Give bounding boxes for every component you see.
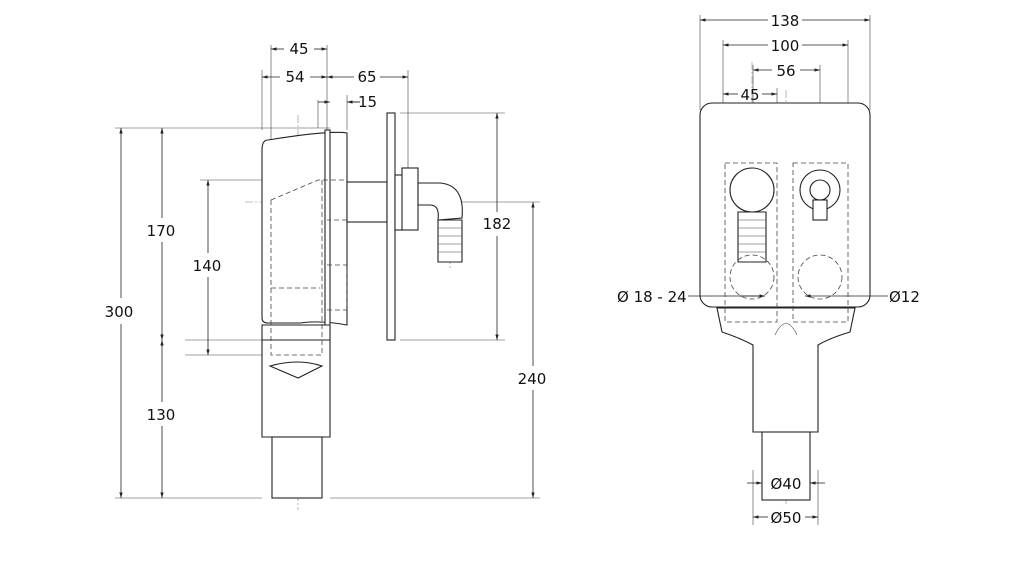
dim-height-140: 140 <box>193 257 222 275</box>
side-view: 45 54 65 15 300 170 130 140 182 240 <box>105 40 547 510</box>
dim-width-138: 138 <box>771 12 800 30</box>
dim-height-130: 130 <box>147 406 176 424</box>
trap-housing-front <box>699 102 871 501</box>
dim-height-170: 170 <box>147 222 176 240</box>
dim-small-diameter: Ø12 <box>889 288 920 306</box>
front-view: 138 100 56 45 Ø 18 - 24 Ø12 Ø40 Ø50 <box>617 12 920 527</box>
hose-connector-left <box>729 167 775 213</box>
dim-width-54: 54 <box>285 68 304 86</box>
dim-pipe-d40: Ø40 <box>771 475 802 493</box>
dim-outlet-240: 240 <box>518 370 547 388</box>
dim-offset-15: 15 <box>358 93 377 111</box>
dim-offset-45: 45 <box>740 86 759 104</box>
trap-housing-side <box>261 112 463 499</box>
dim-width-100: 100 <box>771 37 800 55</box>
dim-width-45: 45 <box>289 40 308 58</box>
dim-plate-182: 182 <box>483 215 512 233</box>
dim-hose-diameter: Ø 18 - 24 <box>617 288 687 306</box>
dim-spacing-56: 56 <box>776 62 795 80</box>
dim-pipe-d50: Ø50 <box>771 509 802 527</box>
dim-height-300: 300 <box>105 303 134 321</box>
dim-offset-65: 65 <box>357 68 376 86</box>
